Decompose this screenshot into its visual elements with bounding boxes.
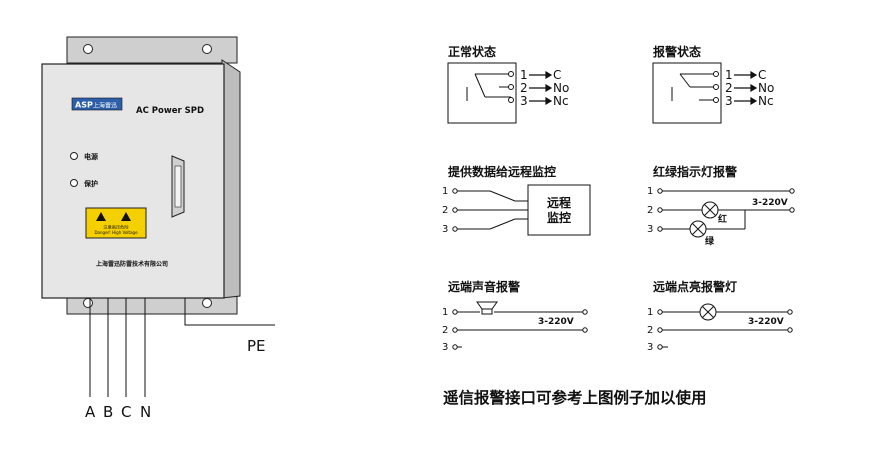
remote-monitor-title: 提供数据给远程监控 — [448, 164, 556, 179]
contact-label-no: No — [553, 81, 569, 95]
brand-logo-text: ASP — [75, 101, 93, 110]
svg-text:1: 1 — [442, 186, 448, 197]
brand-logo — [71, 97, 123, 111]
power-led-label: 电源 — [84, 152, 98, 161]
terminal-c: C — [121, 403, 131, 421]
pe-wire — [184, 298, 275, 326]
sound-alarm-diagram: 远端声音报警 1 2 3 3-220V — [442, 279, 588, 353]
svg-text:3: 3 — [647, 342, 653, 353]
spd-device: ASP 上海雷迅 AC Power SPD 电源 保护 注意高压危险 Dange… — [41, 36, 275, 421]
sound-voltage: 3-220V — [538, 317, 574, 327]
lamp-voltage: 3-220V — [752, 198, 788, 208]
warning-triangle-icon — [121, 212, 131, 221]
warning-text-en: Danger! High Voltage — [94, 230, 138, 235]
buzzer-icon — [476, 301, 498, 315]
terminal-b: B — [103, 403, 113, 421]
remote-monitor-box-line2: 监控 — [547, 210, 571, 225]
product-name: AC Power SPD — [136, 106, 204, 116]
normal-state-title: 正常状态 — [448, 44, 496, 59]
svg-text:1: 1 — [647, 186, 653, 197]
remote-monitor-box-line1: 远程 — [547, 195, 571, 210]
svg-text:1: 1 — [725, 68, 733, 82]
mount-hole-icon — [202, 298, 212, 308]
mount-hole-icon — [83, 298, 93, 308]
high-voltage-warning — [85, 207, 147, 239]
contact-terminal-icon — [713, 97, 719, 103]
svg-text:3: 3 — [442, 342, 448, 353]
mount-hole-icon — [83, 44, 93, 54]
light-voltage: 3-220V — [748, 317, 784, 327]
red-lamp-label: 红 — [718, 213, 727, 225]
normal-state-diagram: 正常状态 1 2 3 C No Nc — [447, 44, 569, 124]
lamp-alarm-diagram: 红绿指示灯报警 1 2 3 3-220 — [647, 164, 795, 247]
contact-terminal-icon — [508, 71, 514, 77]
svg-text:3: 3 — [725, 94, 733, 108]
contact-terminal-icon — [713, 71, 719, 77]
contact-terminal-icon — [508, 97, 514, 103]
alarm-state-diagram: 报警状态 1 2 3 C No Nc — [652, 44, 774, 124]
contact-label-c: C — [758, 68, 766, 82]
sound-alarm-title: 远端声音报警 — [448, 279, 520, 294]
warning-triangle-icon — [96, 212, 106, 221]
light-alarm-diagram: 远端点亮报警灯 1 2 3 3-220V — [647, 279, 793, 353]
protect-led-icon — [70, 179, 78, 187]
alarm-state-title: 报警状态 — [653, 44, 701, 59]
svg-text:3: 3 — [442, 224, 448, 235]
power-led-icon — [70, 152, 78, 160]
svg-text:2: 2 — [725, 81, 733, 95]
svg-text:2: 2 — [647, 325, 653, 336]
arrow-icon — [529, 70, 553, 106]
lamp-alarm-title: 红绿指示灯报警 — [653, 164, 737, 179]
pe-label: PE — [247, 337, 266, 355]
contact-label-nc: Nc — [553, 94, 569, 108]
svg-text:2: 2 — [647, 205, 653, 216]
contact-label-c: C — [553, 68, 561, 82]
brand-logo-company: 上海雷迅 — [93, 102, 117, 110]
phase-wires — [89, 298, 146, 397]
svg-text:1: 1 — [442, 307, 448, 318]
green-lamp-icon — [689, 220, 707, 238]
red-lamp-icon — [701, 201, 719, 219]
svg-text:2: 2 — [442, 205, 448, 216]
mount-hole-icon — [202, 44, 212, 54]
warning-text-cn: 注意高压危险 — [103, 224, 129, 231]
green-lamp-label: 绿 — [705, 235, 715, 247]
svg-text:3: 3 — [647, 224, 653, 235]
company-name: 上海雷迅防雷技术有限公司 — [96, 260, 168, 268]
device-side — [221, 59, 241, 299]
arrow-icon — [734, 70, 758, 106]
svg-text:1: 1 — [520, 68, 528, 82]
remote-monitor-diagram: 提供数据给远程监控 1 2 3 远程 监控 — [442, 164, 591, 236]
svg-text:2: 2 — [520, 81, 528, 95]
protect-led-label: 保护 — [83, 179, 98, 188]
terminal-a: A — [85, 403, 96, 421]
svg-text:2: 2 — [442, 325, 448, 336]
terminal-n: N — [140, 403, 151, 421]
contact-terminal-icon — [713, 84, 719, 90]
footer-note: 遥信报警接口可参考上图例子加以使用 — [443, 388, 707, 407]
alarm-lamp-icon — [699, 303, 717, 321]
contact-label-no: No — [758, 81, 774, 95]
light-alarm-title: 远端点亮报警灯 — [653, 279, 737, 294]
contact-terminal-icon — [508, 84, 514, 90]
svg-text:3: 3 — [520, 94, 528, 108]
contact-label-nc: Nc — [758, 94, 774, 108]
svg-text:1: 1 — [647, 307, 653, 318]
